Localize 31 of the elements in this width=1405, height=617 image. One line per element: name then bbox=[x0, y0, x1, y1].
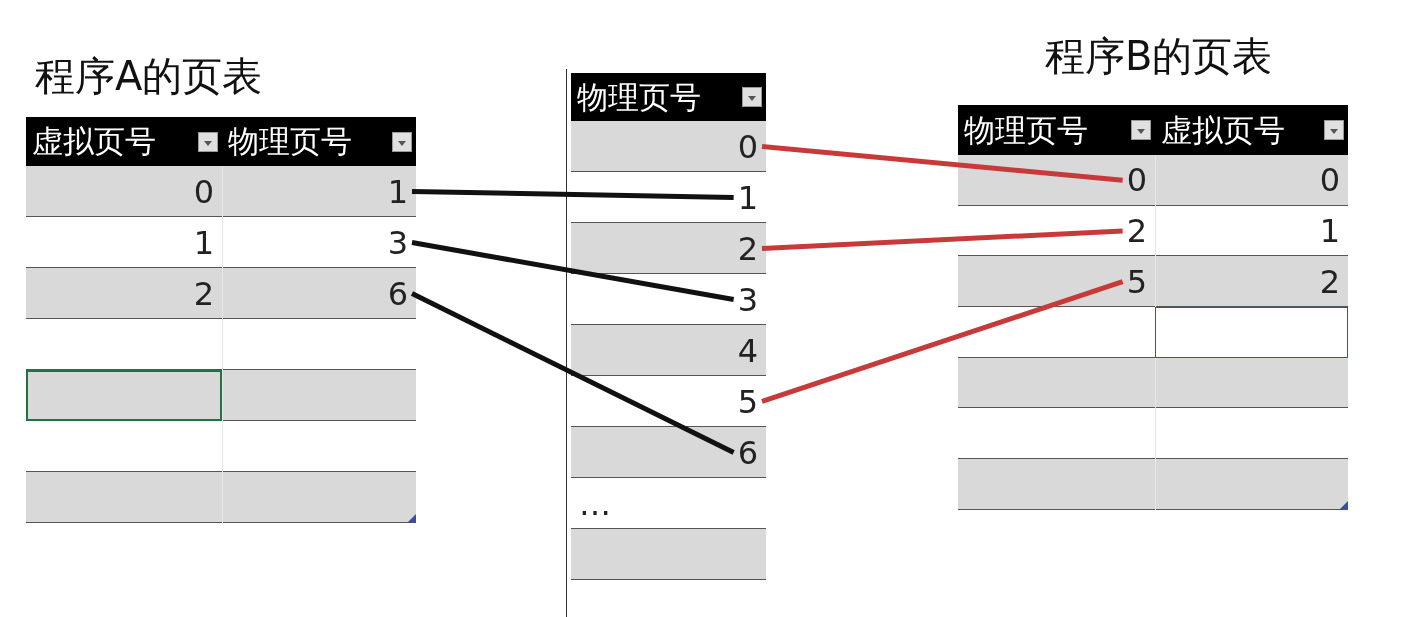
column-header: 虚拟页号 bbox=[32, 126, 156, 157]
page-number: 3 bbox=[222, 217, 416, 268]
connector-line bbox=[761, 228, 1123, 251]
connector-line bbox=[410, 291, 735, 455]
page-number: 1 bbox=[1155, 205, 1348, 257]
page-number: 1 bbox=[222, 166, 416, 217]
connector-line bbox=[761, 279, 1124, 404]
column-header: 物理页号 bbox=[964, 114, 1088, 146]
page-number: 5 bbox=[958, 256, 1155, 308]
page-number: 0 bbox=[1155, 155, 1348, 206]
column-header: 物理页号 bbox=[577, 81, 701, 113]
header-cell bbox=[222, 117, 416, 166]
page-number: 1 bbox=[26, 217, 222, 268]
connector-line bbox=[761, 144, 1123, 183]
connector-line bbox=[411, 189, 734, 200]
connector-line bbox=[411, 240, 735, 302]
header-cell bbox=[571, 73, 766, 121]
page-number: 2 bbox=[26, 268, 222, 319]
page-number: 6 bbox=[222, 268, 416, 319]
header-cell bbox=[1155, 105, 1348, 155]
page-number: 0 bbox=[958, 155, 1155, 206]
page-number: 0 bbox=[26, 166, 222, 217]
table-frame bbox=[566, 69, 769, 617]
column-header: 虚拟页号 bbox=[1161, 114, 1285, 146]
page-number: 2 bbox=[1155, 256, 1348, 308]
header-cell bbox=[26, 117, 222, 166]
column-header: 物理页号 bbox=[228, 126, 352, 157]
page-number: 2 bbox=[958, 205, 1155, 257]
table-title: 程序B的页表 bbox=[1045, 36, 1273, 76]
header-cell bbox=[958, 105, 1155, 155]
table-title: 程序A的页表 bbox=[35, 56, 263, 96]
